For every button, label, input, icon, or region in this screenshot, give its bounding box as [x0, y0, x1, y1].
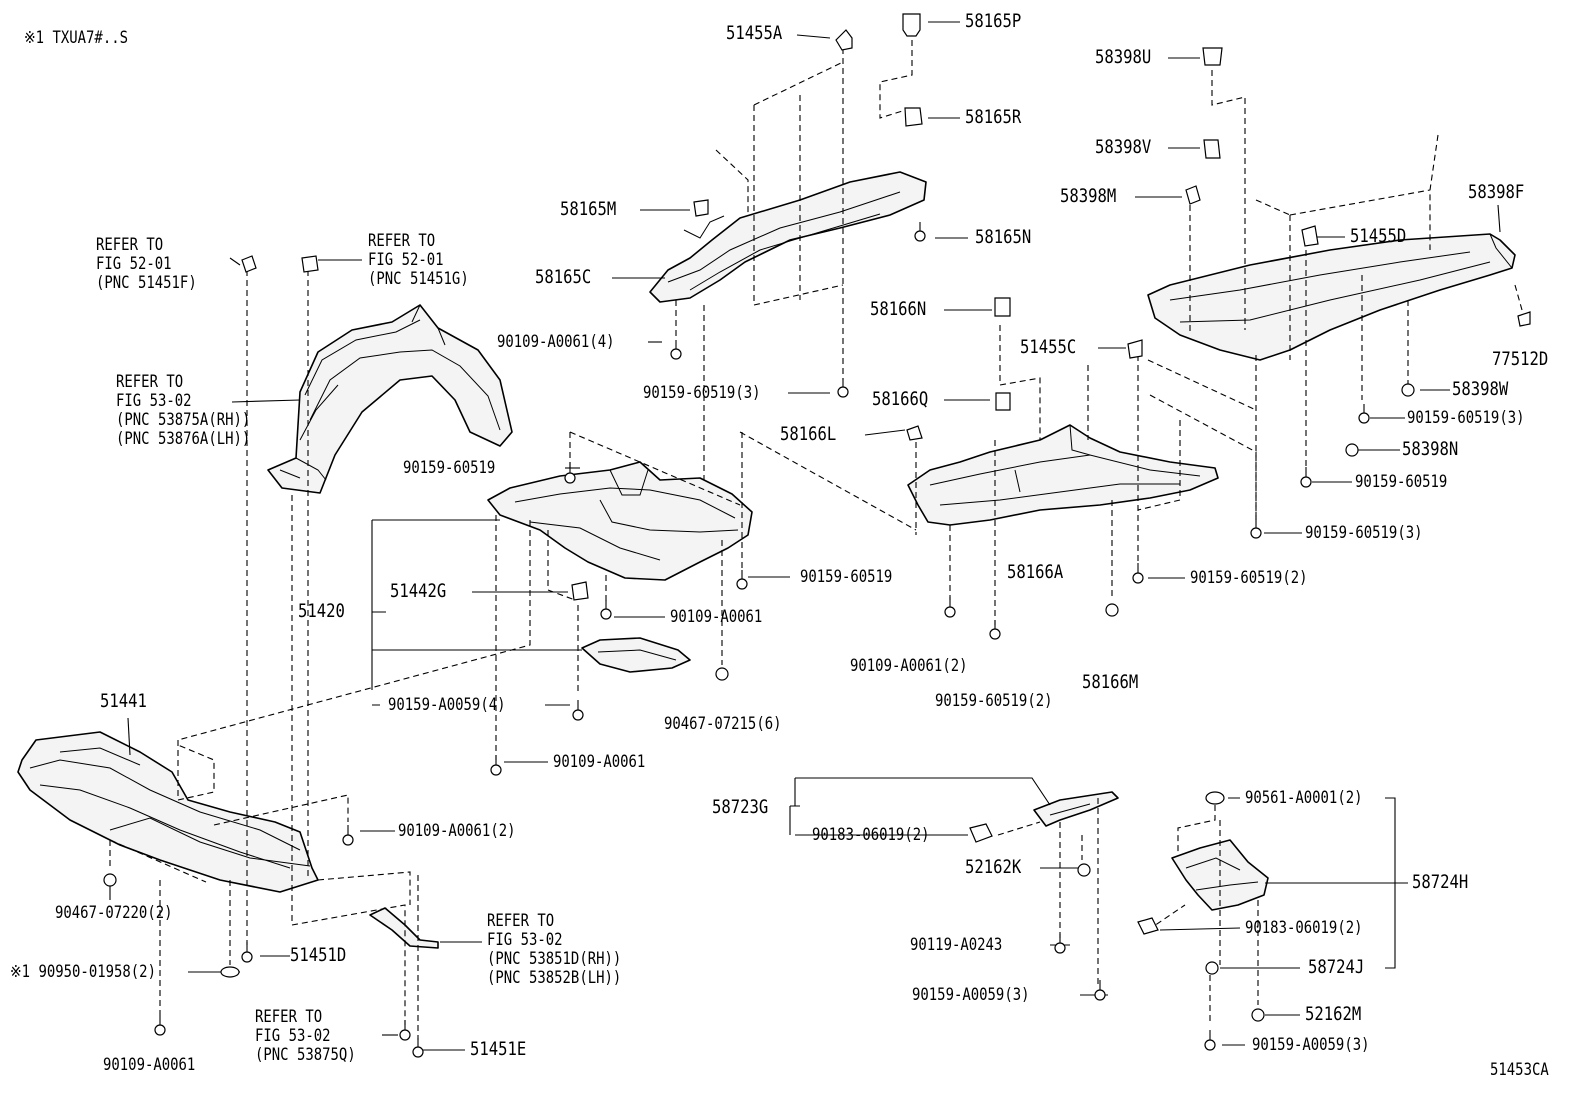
cover-58166A-drawing [907, 424, 1219, 526]
part-label-90159-A0059-4: 90159-A0059(4) [388, 695, 506, 715]
part-label-90109-A0061-m: 90109-A0061 [670, 607, 763, 627]
part-label-51442G: 51442G [390, 580, 447, 602]
part-label-58398M: 58398M [1060, 185, 1117, 207]
part-label-52162M: 52162M [1305, 1003, 1362, 1025]
part-label-90109-A0061-4: 90109-A0061(4) [497, 332, 615, 352]
solid-leader-lines [109, 21, 1501, 1051]
part-label-58165M: 58165M [560, 198, 617, 220]
part-label-58398N: 58398N [1402, 438, 1459, 460]
part-label-90109-A0061-m2: 90109-A0061 [553, 752, 646, 772]
part-label-58166A: 58166A [1007, 561, 1064, 583]
part-label-90159-60519-m: 90159-60519 [403, 458, 496, 478]
part-label-51455A: 51455A [726, 22, 783, 44]
model-note: ※1 TXUA7#..S [24, 28, 128, 48]
part-label-58724H: 58724H [1412, 871, 1469, 893]
part-label-58398V: 58398V [1095, 136, 1152, 158]
part-label-90159-60519-r: 90159-60519 [1355, 472, 1448, 492]
part-label-90159-60519-2-b: 90159-60519(2) [935, 691, 1053, 711]
part-label-58398F: 58398F [1468, 181, 1525, 203]
part-label-58165P: 58165P [965, 10, 1022, 32]
cover-51420-drawing [487, 461, 753, 673]
part-label-58398W: 58398W [1452, 378, 1509, 400]
part-label-58723G: 58723G [712, 796, 769, 818]
ref-fig5302-a: REFER TO FIG 53-02 (PNC 53875A(RH)) (PNC… [116, 372, 251, 450]
ref-fig5201-f: REFER TO FIG 52-01 (PNC 51451F) [96, 235, 197, 294]
part-label-58165C: 58165C [535, 266, 592, 288]
part-label-90159-60519-2-c: 90159-60519(2) [1190, 568, 1308, 588]
fasteners [103, 13, 1531, 1058]
part-label-52162K: 52162K [965, 856, 1022, 878]
bolt-icons [103, 222, 1415, 1058]
part-label-51420: 51420 [298, 600, 345, 622]
diagram-code: 51453CA [1490, 1060, 1549, 1080]
part-label-51451E: 51451E [470, 1038, 527, 1060]
part-label-90159-A0059-3-a: 90159-A0059(3) [912, 985, 1030, 1005]
part-label-90159-60519-3-r1: 90159-60519(3) [1407, 408, 1525, 428]
part-label-90159-60519-m2: 90159-60519 [800, 567, 893, 587]
ref-fig5201-g: REFER TO FIG 52-01 (PNC 51451G) [368, 231, 469, 290]
part-label-90109-A0061-2-l: 90109-A0061(2) [398, 821, 516, 841]
part-label-51451D: 51451D [290, 944, 347, 966]
cover-58165C-drawing [649, 171, 927, 303]
part-label-90183-06019-2-b: 90183-06019(2) [1245, 918, 1363, 938]
dashed-leader-lines [109, 40, 1523, 1040]
part-label-77512D: 77512D [1492, 348, 1549, 370]
ref-fig5302-q: REFER TO FIG 53-02 (PNC 53875Q) [255, 1007, 356, 1066]
part-label-90467-07220-2: 90467-07220(2) [55, 903, 173, 923]
part-label-58166N: 58166N [870, 298, 927, 320]
ref-fig5302-d: REFER TO FIG 53-02 (PNC 53851D(RH)) (PNC… [487, 911, 622, 989]
part-label-58165R: 58165R [965, 106, 1022, 128]
bracket-53851D-drawing [369, 907, 439, 949]
part-label-90159-60519-3-r2: 90159-60519(3) [1305, 523, 1423, 543]
bracket-58723G-drawing [1033, 791, 1119, 827]
part-label-58724J: 58724J [1308, 956, 1365, 978]
part-label-58166Q: 58166Q [872, 388, 929, 410]
part-label-58166L: 58166L [780, 423, 837, 445]
part-label-51455C: 51455C [1020, 336, 1077, 358]
part-label-90561-A0001-2: 90561-A0001(2) [1245, 788, 1363, 808]
part-label-90119-A0243: 90119-A0243 [910, 935, 1003, 955]
part-label-90183-06019-2-a: 90183-06019(2) [812, 825, 930, 845]
part-label-90467-07215-6: 90467-07215(6) [664, 714, 782, 734]
part-label-58166M: 58166M [1082, 671, 1139, 693]
part-label-90109-A0061-2-c: 90109-A0061(2) [850, 656, 968, 676]
part-label-51441: 51441 [100, 690, 147, 712]
part-label-58398U: 58398U [1095, 46, 1152, 68]
part-label-90109-A0061-bl: 90109-A0061 [103, 1055, 196, 1075]
part-label-90159-60519-3-top: 90159-60519(3) [643, 383, 761, 403]
part-label-90159-A0059-3-b: 90159-A0059(3) [1252, 1035, 1370, 1055]
part-label-51455D: 51455D [1350, 225, 1407, 247]
fender-liner-drawing [267, 304, 513, 494]
part-label-90950-01958-2: ※1 90950-01958(2) [10, 962, 156, 982]
cover-51441-drawing [17, 731, 319, 893]
cover-58398F-drawing [1147, 233, 1516, 361]
part-label-58165N: 58165N [975, 226, 1032, 248]
